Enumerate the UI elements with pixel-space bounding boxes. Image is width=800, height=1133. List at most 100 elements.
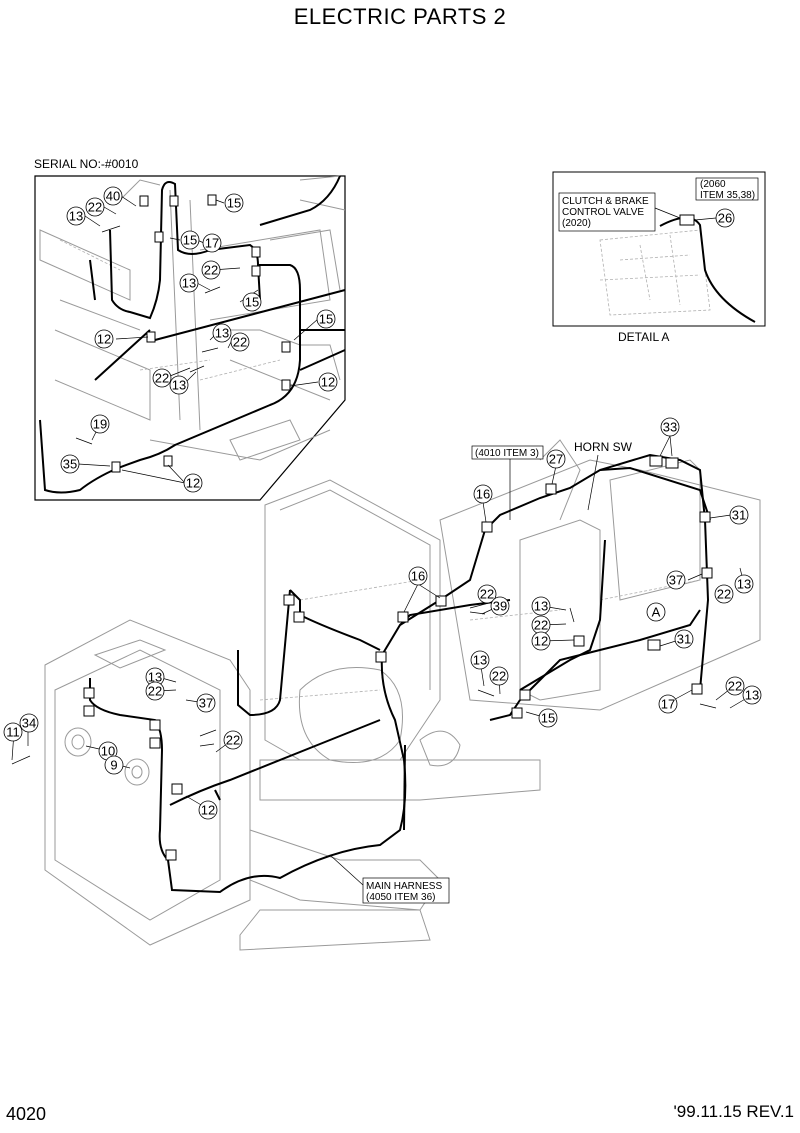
svg-text:13: 13 [182, 276, 196, 291]
callout-11: 11 [3, 722, 23, 742]
clip-icon [83, 687, 95, 699]
callout-12: 12 [198, 800, 218, 820]
svg-text:15: 15 [183, 233, 197, 248]
callout-13: 13 [470, 650, 490, 670]
callout-12: 12 [183, 473, 203, 493]
revision-label: '99.11.15 REV.1 [673, 1102, 794, 1121]
item-ref-line: ITEM 35,38) [700, 190, 755, 201]
callout-22: 22 [714, 584, 734, 604]
clip-icon [375, 651, 387, 663]
clip-icon [281, 379, 291, 391]
callout-15: 15 [242, 292, 262, 312]
svg-text:17: 17 [661, 697, 675, 712]
clip-icon [293, 611, 305, 623]
callout-17: 17 [202, 233, 222, 253]
clip-icon [146, 331, 156, 343]
main-harness-box [362, 877, 450, 904]
main-assembly-view: (4010 ITEM 3) HORN SW MAIN HARNESS (4050… [11, 435, 761, 951]
svg-text:37: 37 [669, 573, 683, 588]
clip-icon [83, 705, 95, 717]
svg-text:22: 22 [492, 669, 506, 684]
clip-icon [283, 594, 295, 606]
svg-text:15: 15 [227, 196, 241, 211]
valve-line: CONTROL VALVE [562, 207, 644, 218]
svg-text:12: 12 [186, 476, 200, 491]
clip-icon [573, 635, 585, 647]
callout-37: 37 [196, 693, 216, 713]
svg-text:13: 13 [473, 653, 487, 668]
callout-13: 13 [66, 206, 86, 226]
svg-text:37: 37 [199, 696, 213, 711]
main-callouts: 33 27 16 31 37 13 22 16 22 39 13 22 12 3… [3, 417, 762, 820]
clip-icon [154, 231, 164, 243]
callout-13: 13 [179, 273, 199, 293]
valve-label-box [558, 192, 656, 232]
callout-22: 22 [489, 666, 509, 686]
svg-text:13: 13 [148, 670, 162, 685]
callout-33: 33 [660, 417, 680, 437]
clip-icon [679, 214, 695, 226]
callout-13: 13 [145, 667, 165, 687]
callout-40: 40 [103, 186, 123, 206]
callout-37: 37 [666, 570, 686, 590]
svg-text:22: 22 [148, 684, 162, 699]
svg-text:12: 12 [97, 332, 111, 347]
svg-text:13: 13 [69, 209, 83, 224]
horn-sw-label: HORN SW [574, 440, 633, 454]
clip-icon [545, 483, 557, 495]
svg-text:22: 22 [155, 371, 169, 386]
callout-16: 16 [473, 484, 493, 504]
callout-22: 22 [223, 730, 243, 750]
callout-16: 16 [408, 566, 428, 586]
detail-a-marker: A [646, 602, 666, 622]
page-number: 4020 [6, 1104, 47, 1124]
clip-icon [207, 194, 217, 206]
valve-line: CLUTCH & BRAKE [562, 196, 649, 207]
svg-text:10: 10 [101, 744, 115, 759]
callout-27: 27 [546, 449, 566, 469]
callout-35: 35 [60, 454, 80, 474]
clip-icon [397, 611, 409, 623]
svg-text:19: 19 [93, 417, 107, 432]
svg-text:11: 11 [6, 725, 20, 740]
item-ref-box [695, 177, 759, 201]
svg-text:13: 13 [737, 577, 751, 592]
svg-text:12: 12 [201, 803, 215, 818]
inset-serial-view: SERIAL NO:-#0010 [34, 157, 346, 501]
detail-a-frame [552, 171, 766, 327]
page-title: ELECTRIC PARTS 2 [293, 4, 507, 29]
callout-15: 15 [538, 708, 558, 728]
svg-text:31: 31 [677, 632, 691, 647]
clip-icon [165, 849, 177, 861]
clip-icon [163, 455, 173, 467]
callout-19: 19 [90, 414, 110, 434]
svg-text:22: 22 [204, 263, 218, 278]
item-ref-line: (2060 [700, 179, 726, 190]
clip-icon [435, 595, 447, 607]
serial-label: SERIAL NO:-#0010 [34, 157, 139, 171]
harness-line: MAIN HARNESS [366, 881, 442, 892]
svg-text:31: 31 [732, 508, 746, 523]
svg-text:12: 12 [534, 634, 548, 649]
callout-12: 12 [318, 372, 338, 392]
callout-26: 26 [715, 208, 735, 228]
svg-text:16: 16 [411, 569, 425, 584]
svg-text:9: 9 [110, 758, 117, 773]
clip-icon [111, 461, 121, 473]
svg-text:27: 27 [549, 452, 563, 467]
callout-12: 12 [94, 329, 114, 349]
inset-callouts: 40 22 13 15 15 17 22 13 15 15 12 13 22 2… [60, 186, 338, 493]
ref-4010-box [471, 445, 544, 460]
clip-icon [481, 521, 493, 533]
callout-13: 13 [531, 596, 551, 616]
clip-icon [511, 707, 523, 719]
clip-icon [169, 195, 179, 207]
clip-icon [281, 341, 291, 353]
clip-icon [647, 639, 661, 651]
clip-icon [701, 567, 713, 579]
svg-text:15: 15 [245, 295, 259, 310]
valve-line: (2020) [562, 218, 591, 229]
callout-22: 22 [725, 676, 745, 696]
clip-icon [171, 783, 183, 795]
